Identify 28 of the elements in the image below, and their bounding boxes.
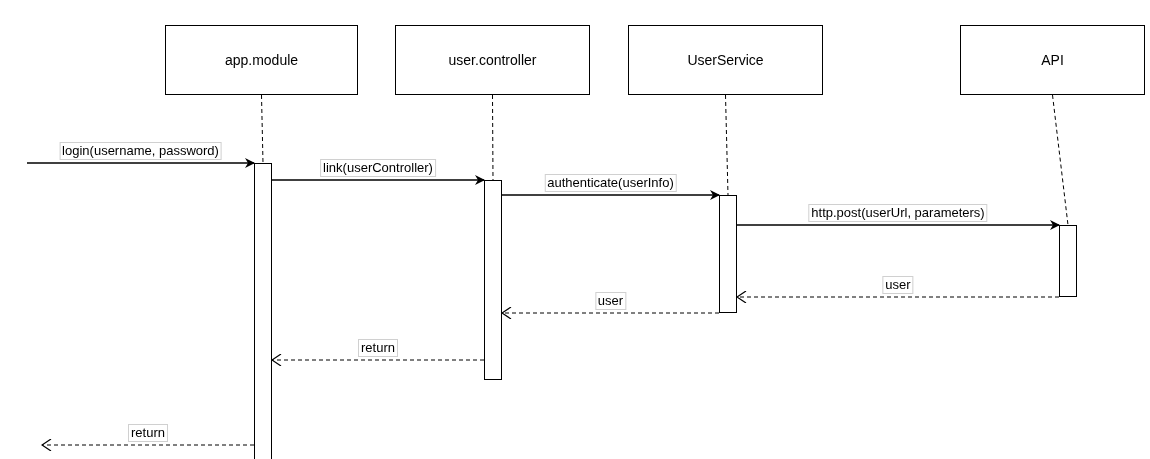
message-arrow	[501, 190, 720, 200]
edge-label: user	[594, 292, 627, 310]
edge-label: authenticate(userInfo)	[544, 174, 677, 192]
activation-bar	[484, 180, 502, 380]
message-arrow	[26, 158, 255, 168]
participant-box: user.controller	[395, 25, 590, 95]
activation-bar	[719, 195, 737, 313]
participant-box: API	[960, 25, 1145, 95]
participant-box: UserService	[628, 25, 823, 95]
lifeline	[261, 94, 264, 164]
edge-label: user	[882, 276, 914, 294]
edge-label: return	[358, 339, 398, 357]
edge-label: http.post(userUrl, parameters)	[808, 204, 988, 222]
message-arrow	[271, 175, 485, 185]
edge-label: return	[128, 424, 168, 442]
participant-box: app.module	[165, 25, 358, 95]
lifeline	[492, 94, 494, 181]
activation-bar	[1059, 225, 1077, 297]
lifeline	[1052, 94, 1069, 226]
edge-label: link(userController)	[320, 159, 436, 177]
lifeline	[725, 94, 729, 196]
message-arrow	[736, 220, 1060, 230]
return-arrow	[41, 438, 255, 452]
return-arrow	[501, 306, 720, 320]
return-arrow	[271, 353, 485, 367]
return-arrow	[736, 290, 1060, 304]
activation-bar	[254, 163, 272, 459]
edge-label: login(username, password)	[59, 142, 222, 160]
